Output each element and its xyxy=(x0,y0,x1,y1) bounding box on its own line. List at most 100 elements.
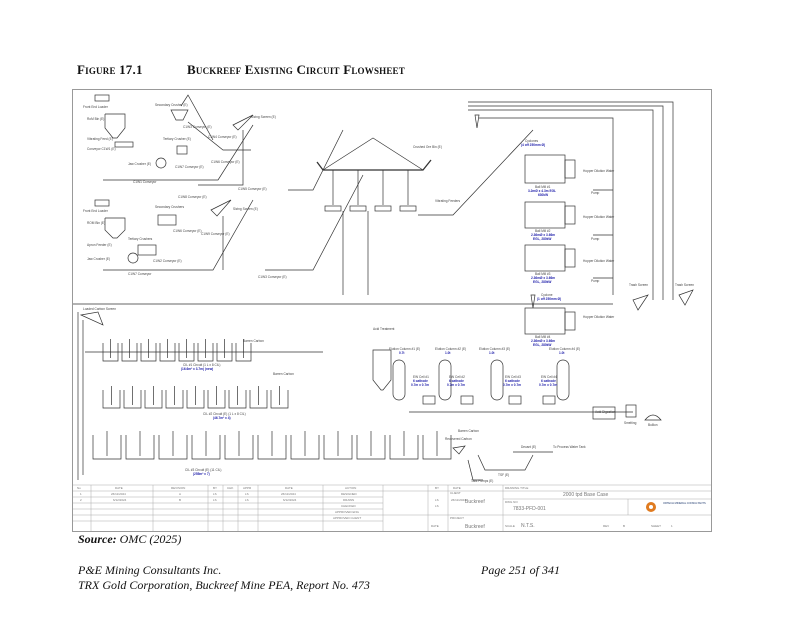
cil-tank-icon xyxy=(323,435,353,460)
cell: LS xyxy=(435,504,439,508)
conveyor-line xyxy=(180,94,214,141)
label: REV xyxy=(603,524,609,528)
sizing-screen-icon xyxy=(232,114,254,131)
header-cell: DATE xyxy=(453,486,461,490)
cil-tank-icon xyxy=(270,390,289,409)
rom-bin-icon xyxy=(104,217,126,239)
crushed-ore-bin xyxy=(316,129,534,295)
label: DWG NO xyxy=(505,500,518,504)
label: PROJECT xyxy=(450,516,464,520)
elution-column-icon xyxy=(556,359,570,401)
cil-tank-icon xyxy=(158,435,188,460)
label: Trash Screen xyxy=(629,283,648,287)
label: Smelting xyxy=(624,421,637,425)
cil-tank-icon xyxy=(249,390,268,409)
label: EGL, 280kW xyxy=(533,237,551,241)
label: Barren Carbon xyxy=(273,372,294,376)
label: Front End Loader xyxy=(83,209,109,213)
label: To Process Water Tank xyxy=(553,445,586,449)
label: (1 off 250mm Ø) xyxy=(537,297,561,301)
acid-treatment-icon xyxy=(372,349,392,391)
cell: LS xyxy=(435,498,439,502)
label: C1W1 Conveyor xyxy=(133,180,157,184)
label: 1.0t xyxy=(445,351,451,355)
conveyor-line xyxy=(265,174,364,271)
stockpile-outline xyxy=(322,137,424,171)
bullion-icon xyxy=(644,414,662,421)
label: C1W9 Conveyor (E) xyxy=(201,232,230,236)
label: (16.6m³ x 3.7m) (new) xyxy=(181,367,213,371)
cil-tank-icon xyxy=(207,390,226,409)
source-text: OMC (2025) xyxy=(119,532,182,546)
cil-tank-icon xyxy=(102,390,121,409)
label: Ball Mill #3 xyxy=(535,272,551,276)
cell: DRAWN xyxy=(343,498,354,502)
label: Tails Pumps (E) xyxy=(471,479,493,483)
conveyor-line xyxy=(187,121,251,151)
elution-column-icon xyxy=(438,359,452,401)
label: Pump xyxy=(591,191,600,195)
recovered-carbon-screen xyxy=(452,445,466,455)
cil-tank-icon xyxy=(186,390,205,409)
label: EGL, 280kW xyxy=(533,343,551,347)
label: 0.7m x 0.7m xyxy=(447,383,465,387)
cil-tank-icon xyxy=(165,390,184,409)
cell: 6/12/2024 xyxy=(113,498,127,502)
label: 6 cathode xyxy=(449,379,464,383)
label: EW Cell #4 xyxy=(541,375,557,379)
cil-tank-icon xyxy=(356,435,386,460)
label: TSF (E) xyxy=(498,473,509,477)
footer-report: TRX Gold Corporation, Buckreef Mine PEA,… xyxy=(78,578,370,592)
label: Ball Mill #4 xyxy=(535,335,551,339)
footer-left: P&E Mining Consultants Inc. TRX Gold Cor… xyxy=(78,563,370,593)
label: Cyclones xyxy=(525,139,539,143)
vibrating-feeder-icon xyxy=(399,205,417,212)
header-cell: APPR xyxy=(243,486,252,490)
label: (255m³ x 7) xyxy=(193,472,210,476)
label: 1.0t xyxy=(559,351,565,355)
label: 0.7m x 0.7m xyxy=(411,383,429,387)
label: 1.0t xyxy=(489,351,495,355)
label: Front End Loader xyxy=(83,105,109,109)
drawing-title: 2000 tpd Base Case xyxy=(563,492,609,498)
ball-mill-3-icon xyxy=(524,244,566,272)
project-name: Buckreef xyxy=(465,524,485,530)
label: Ball Mill #1 xyxy=(535,185,551,189)
cil-tank-icon xyxy=(422,435,452,460)
label: SCALE xyxy=(505,524,515,528)
source-label: Source: xyxy=(78,532,117,546)
cell: A xyxy=(179,492,181,496)
bin-floor xyxy=(316,159,432,171)
ew-cell-icon xyxy=(460,395,474,405)
cil-tank-icon xyxy=(125,435,155,460)
cil-tank-icon xyxy=(197,343,214,362)
front-end-loader-icon xyxy=(94,94,110,102)
cell: CHECKED xyxy=(341,504,357,508)
cil-tank-icon xyxy=(389,435,419,460)
label: C1W5 Conveyor (E) xyxy=(238,187,267,191)
label: 2.36mØ x 3.66m xyxy=(531,276,555,280)
label: CLIENT xyxy=(450,491,461,495)
label: C1W8 Conveyor (E) xyxy=(178,195,207,199)
label: Elution Column #3 (E) xyxy=(479,347,510,351)
label: Elution Column #2 (E) xyxy=(435,347,466,351)
cil-tank-icon xyxy=(102,343,119,362)
cell: 1 xyxy=(80,492,82,496)
label: Secondary Crushers xyxy=(155,205,184,209)
cil-tank-icon xyxy=(121,343,138,362)
cil-tank-icon xyxy=(224,435,254,460)
header-cell: DATE xyxy=(285,486,293,490)
label: (4 off 250mm Ø) xyxy=(521,143,545,147)
sheet-value: 1 xyxy=(671,524,673,528)
ball-mill-4-icon xyxy=(524,307,566,335)
cil-tank-icon xyxy=(140,343,157,362)
conveyor-line xyxy=(288,129,344,191)
cell: 26/11/2024 xyxy=(111,492,126,496)
acid-digestion-box xyxy=(592,406,616,420)
scale-value: N.T.S. xyxy=(521,523,535,529)
flowsheet-svg: Front End Loader RoM Bin (E) Vibrating F… xyxy=(73,94,711,531)
label: DATE xyxy=(431,524,439,528)
title-block-text: No DATE REVISION BY CHK APPR DATE ACTION… xyxy=(77,486,706,530)
label: CIL #3 Circuit (E) (11 CIL) xyxy=(185,468,222,472)
label: Secondary Crusher (E) xyxy=(155,103,188,107)
